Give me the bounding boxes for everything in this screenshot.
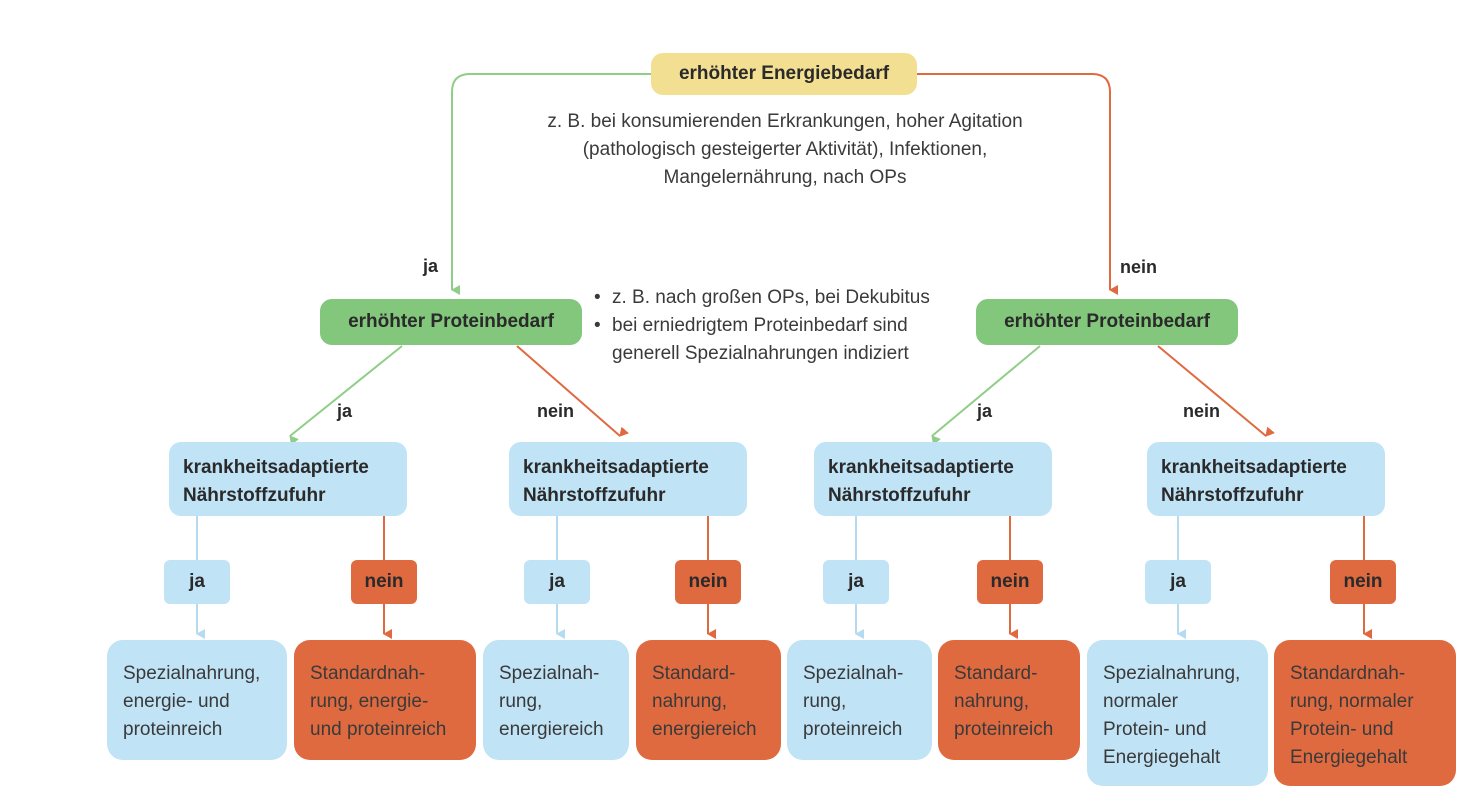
leaf-line: rung, — [499, 691, 543, 712]
tag-label: nein — [990, 571, 1030, 592]
root-note-line: Mangelernährung, nach OPs — [663, 167, 907, 188]
leaf-line: Protein- und — [1103, 719, 1207, 740]
adapt-node-3: krankheitsadaptierte Nährstoffzufuhr — [814, 442, 1052, 516]
leaf-line: Standardnah- — [310, 663, 426, 684]
leaf-line: und proteinreich — [310, 719, 447, 740]
leaf-line: nahrung, — [954, 691, 1030, 712]
protein-note-line: bei erniedrigtem Proteinbedarf sind — [612, 315, 908, 336]
leaf-line: Spezialnah- — [803, 663, 904, 684]
tag-no-2: nein — [675, 560, 741, 604]
root-node-energy-demand: erhöhter Energiebedarf — [651, 53, 917, 95]
tag-label: nein — [688, 571, 728, 592]
root-yes-connector — [451, 73, 651, 295]
adapt-1-connectors — [196, 516, 392, 639]
tag-label: nein — [364, 571, 404, 592]
adapt-node-line: krankheitsadaptierte — [523, 457, 709, 478]
tag-yes-1: ja — [164, 560, 230, 604]
leaf-standard-normal: Standardnah- rung, normaler Protein- und… — [1274, 640, 1456, 786]
leaf-special-protein: Spezialnah- rung, proteinreich — [787, 640, 932, 760]
leaf-line: proteinreich — [954, 719, 1054, 740]
tag-yes-3: ja — [823, 560, 889, 604]
root-node-label: erhöhter Energiebedarf — [678, 63, 890, 84]
protein-note-list: z. B. nach großen OPs, bei Dekubitus bei… — [594, 284, 974, 368]
leaf-line: Standardnah- — [1290, 663, 1406, 684]
protein-left-no-connector — [516, 345, 630, 437]
leaf-line: Energiegehalt — [1103, 747, 1221, 768]
leaf-line: Protein- und — [1290, 719, 1394, 740]
tag-no-4: nein — [1330, 560, 1396, 604]
adapt-node-4: krankheitsadaptierte Nährstoffzufuhr — [1147, 442, 1385, 516]
adapt-node-line: Nährstoffzufuhr — [183, 485, 326, 506]
leaf-line: proteinreich — [803, 719, 903, 740]
tag-yes-2: ja — [524, 560, 590, 604]
protein-note-bullet: z. B. nach großen OPs, bei Dekubitus — [594, 284, 974, 312]
protein-note-bullet: bei erniedrigtem Proteinbedarf sind gene… — [594, 312, 974, 368]
tag-label: ja — [848, 571, 864, 592]
tag-yes-4: ja — [1145, 560, 1211, 604]
root-no-connector — [917, 73, 1118, 295]
protein-node-right: erhöhter Proteinbedarf — [976, 299, 1238, 345]
leaf-line: energie- und — [123, 691, 230, 712]
tag-label: ja — [549, 571, 565, 592]
leaf-line: rung, energie- — [310, 691, 429, 712]
adapt-node-line: Nährstoffzufuhr — [1161, 485, 1304, 506]
leaf-standard-protein: Standard- nahrung, proteinreich — [938, 640, 1080, 760]
adapt-node-line: krankheitsadaptierte — [828, 457, 1014, 478]
leaf-standard-energy: Standard- nahrung, energiereich — [636, 640, 781, 760]
protein-right-no-label: nein — [1183, 401, 1221, 421]
root-note: z. B. bei konsumierenden Erkrankungen, h… — [470, 108, 1100, 192]
adapt-2-connectors — [556, 516, 716, 639]
protein-right-no-connector — [1157, 345, 1275, 437]
adapt-3-connectors — [855, 516, 1018, 639]
leaf-line: energiereich — [652, 719, 757, 740]
root-yes-label: ja — [423, 256, 439, 276]
leaf-line: rung, normaler — [1290, 691, 1414, 712]
leaf-line: energiereich — [499, 719, 604, 740]
leaf-line: Spezialnahrung, — [1103, 663, 1241, 684]
tag-no-3: nein — [977, 560, 1043, 604]
tag-label: ja — [189, 571, 205, 592]
leaf-line: Energiegehalt — [1290, 747, 1408, 768]
leaf-special-energy: Spezialnah- rung, energiereich — [483, 640, 629, 760]
protein-node-label: erhöhter Proteinbedarf — [1004, 311, 1210, 332]
leaf-line: Spezialnah- — [499, 663, 600, 684]
leaf-line: nahrung, — [652, 691, 728, 712]
adapt-node-line: Nährstoffzufuhr — [523, 485, 666, 506]
protein-node-left: erhöhter Proteinbedarf — [320, 299, 582, 345]
root-note-line: (pathologisch gesteigerter Aktivität), I… — [582, 139, 988, 160]
root-note-line: z. B. bei konsumierenden Erkrankungen, h… — [547, 111, 1023, 132]
adapt-node-2: krankheitsadaptierte Nährstoffzufuhr — [509, 442, 747, 516]
leaf-special-normal: Spezialnahrung, normaler Protein- und En… — [1087, 640, 1268, 786]
adapt-node-line: krankheitsadaptierte — [183, 457, 369, 478]
leaf-standard-energy-protein: Standardnah- rung, energie- und proteinr… — [294, 640, 476, 760]
adapt-node-1: krankheitsadaptierte Nährstoffzufuhr — [169, 442, 407, 516]
protein-left-no-label: nein — [537, 401, 575, 421]
leaf-line: Standard- — [652, 663, 736, 684]
tag-label: nein — [1343, 571, 1383, 592]
leaf-line: Spezialnahrung, — [123, 663, 261, 684]
protein-left-yes-connector — [289, 345, 403, 446]
tag-label: ja — [1170, 571, 1186, 592]
leaf-line: normaler — [1103, 691, 1178, 712]
leaf-line: rung, — [803, 691, 847, 712]
adapt-node-line: krankheitsadaptierte — [1161, 457, 1347, 478]
protein-right-yes-label: ja — [977, 401, 993, 421]
protein-node-label: erhöhter Proteinbedarf — [348, 311, 554, 332]
leaf-special-energy-protein: Spezialnahrung, energie- und proteinreic… — [107, 640, 287, 760]
root-no-label: nein — [1120, 257, 1158, 277]
protein-left-yes-label: ja — [337, 401, 353, 421]
leaf-line: Standard- — [954, 663, 1038, 684]
protein-right-yes-connector — [931, 345, 1041, 446]
tag-no-1: nein — [351, 560, 417, 604]
adapt-4-connectors — [1177, 516, 1372, 639]
adapt-node-line: Nährstoffzufuhr — [828, 485, 971, 506]
leaf-line: proteinreich — [123, 719, 223, 740]
protein-note-line: generell Spezialnahrungen indiziert — [612, 343, 909, 364]
